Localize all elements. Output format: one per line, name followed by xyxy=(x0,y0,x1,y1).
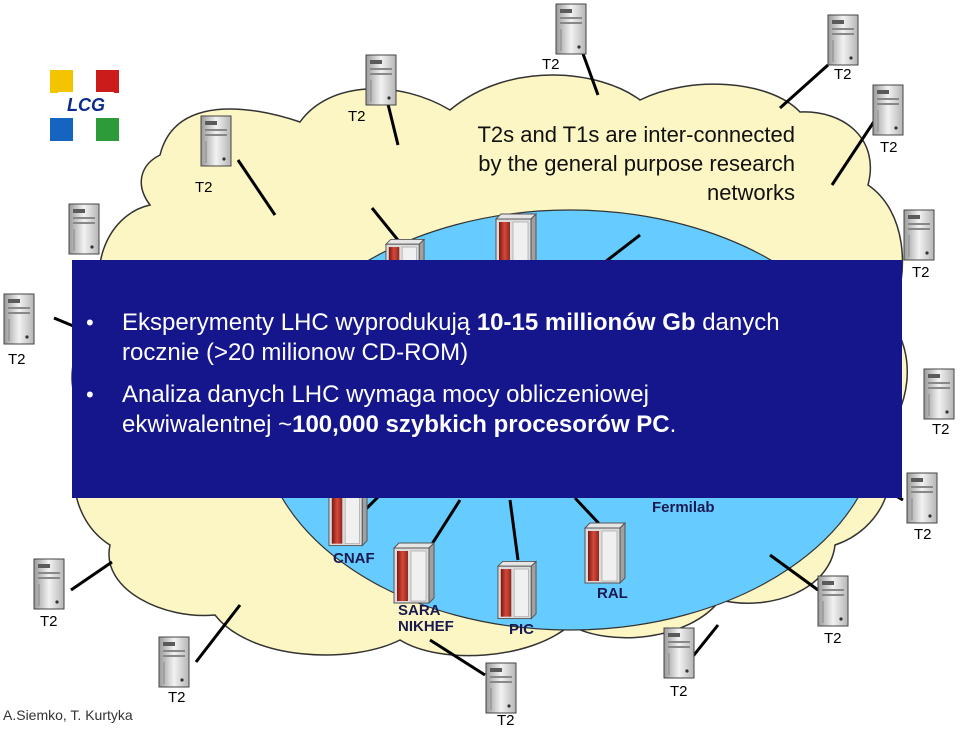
bullet-text: ~ xyxy=(278,411,293,438)
network-note-line: T2s and T1s are inter-connected xyxy=(477,122,795,147)
t2-label: T2 xyxy=(195,179,213,196)
bullet-text: Eksperymenty LHC wyprodukują xyxy=(122,309,477,336)
t2-label: T2 xyxy=(497,712,515,729)
bullet-text: . xyxy=(669,411,677,438)
bullet-text: danych xyxy=(695,309,780,336)
logo-square-yellow xyxy=(50,70,73,93)
logo-square-green xyxy=(96,118,119,141)
site-label-fermilab: Fermilab xyxy=(652,499,715,516)
t2-label: T2 xyxy=(914,526,932,543)
site-label-cnaf: CNAF xyxy=(333,550,375,567)
author-credit: A.Siemko, T. Kurtyka xyxy=(3,707,133,723)
bullet-bold: 10-15 millionów Gb xyxy=(476,309,696,336)
t2-label: T2 xyxy=(932,421,950,438)
t2-label: T2 xyxy=(824,630,842,647)
network-note-line: networks xyxy=(706,180,795,205)
t2-label: T2 xyxy=(912,264,930,281)
t2-label: T2 xyxy=(40,613,58,630)
bullet-text: Analiza danych LHC wymaga mocy obliczeni… xyxy=(122,381,649,408)
site-label-pic: PIC xyxy=(509,621,535,638)
bullet-text: rocznie (>20 milionow CD-ROM) xyxy=(122,339,469,366)
logo-square-blue xyxy=(50,118,73,141)
logo-square-red xyxy=(96,70,119,93)
t2-label: T2 xyxy=(542,56,560,73)
site-label-sara: SARA xyxy=(398,602,441,619)
t2-label: T2 xyxy=(834,66,852,83)
bullet-data-volume: • Eksperymenty LHC wyprodukują 10-15 mil… xyxy=(86,308,882,368)
t2-label: T2 xyxy=(168,689,186,706)
t2-label: T2 xyxy=(348,108,366,125)
t2-label: T2 xyxy=(880,139,898,156)
logo-text: LCG xyxy=(58,92,114,118)
site-label-sara-nikhef: SARA NIKHEF xyxy=(398,603,454,635)
bullet-compute-power: • Analiza danych LHC wymaga mocy oblicze… xyxy=(86,380,882,440)
network-note: T2s and T1s are inter-connected by the g… xyxy=(445,120,795,207)
bullet-dot-icon: • xyxy=(86,382,94,407)
site-label-ral: RAL xyxy=(597,585,628,602)
bullet-dot-icon: • xyxy=(86,310,94,335)
t2-label: T2 xyxy=(8,351,26,368)
bullet-text: ekwiwalentnej xyxy=(122,411,279,438)
site-label-nikhef: NIKHEF xyxy=(398,618,454,635)
bullet-bold: 100,000 szybkich procesorów PC xyxy=(292,411,670,438)
t2-label: T2 xyxy=(670,683,688,700)
lcg-logo: LCG xyxy=(48,68,121,144)
network-note-line: by the general purpose research xyxy=(478,151,795,176)
info-overlay: • Eksperymenty LHC wyprodukują 10-15 mil… xyxy=(72,260,902,498)
